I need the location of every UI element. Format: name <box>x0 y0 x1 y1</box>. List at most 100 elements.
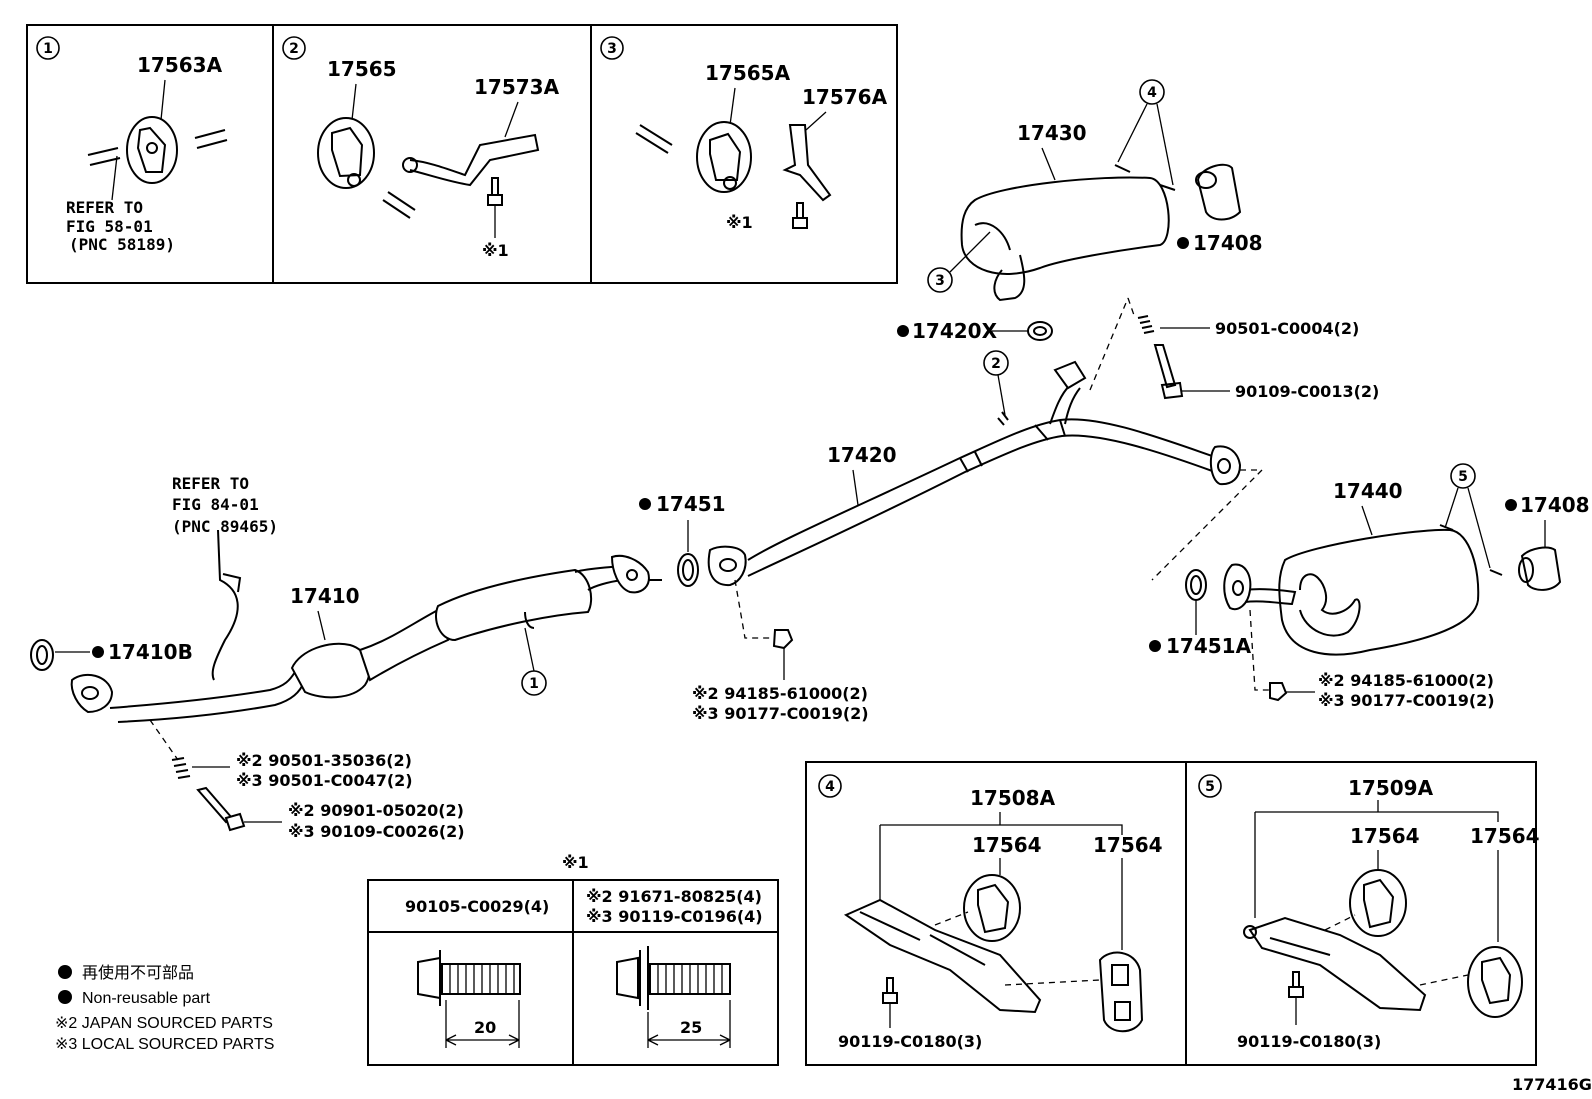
part-label-spring-jp: ※2 90501-35036(2) <box>236 751 412 770</box>
inset-1: 1 17563A REFER TO FIG 58-01 (PNC 58189) <box>26 24 274 284</box>
muffler-17430[interactable]: 17430 3 4 <box>927 79 1176 302</box>
part-label-17440: 17440 <box>1333 479 1403 503</box>
bolt-90109-C0013[interactable]: 90109-C0013(2) <box>1153 344 1379 401</box>
hanger-rubber-17564-5a[interactable] <box>1349 869 1407 937</box>
nut-94185-mid[interactable]: ※2 94185-61000(2) ※3 90177-C0019(2) <box>692 579 869 723</box>
gasket-17410B[interactable]: 17410B <box>30 639 193 671</box>
bracket-17573A[interactable] <box>402 101 540 187</box>
inset-3-number: 3 <box>607 41 617 57</box>
part-label-rear-nut-jp: ※2 94185-61000(2) <box>1318 671 1494 690</box>
inset-2-number: 2 <box>289 41 299 57</box>
gasket-17451A[interactable]: 17451A <box>1149 569 1252 658</box>
part-label-17451: 17451 <box>656 492 726 516</box>
nut-94185-rear[interactable]: ※2 94185-61000(2) ※3 90177-C0019(2) <box>1249 609 1495 710</box>
gasket-17451[interactable]: 17451 <box>639 492 726 587</box>
inset-1-number: 1 <box>43 41 53 57</box>
hanger-rubber-17565[interactable] <box>317 117 375 189</box>
bolt-90109-C0026[interactable]: ※2 90901-05020(2) ※3 90109-C0026(2) <box>196 786 465 841</box>
inset-5-number: 5 <box>1205 779 1215 795</box>
part-label-17565A[interactable]: 17565A <box>705 61 791 85</box>
flange-bolt-20-icon: 20 <box>417 950 521 1048</box>
part-label-spring-local: ※3 90501-C0047(2) <box>236 771 413 790</box>
part-label-17408-top: 17408 <box>1193 231 1263 255</box>
bolt-length-25: 25 <box>680 1018 702 1037</box>
part-label-mid-nut-jp: ※2 94185-61000(2) <box>692 684 868 703</box>
callout-2: 2 <box>991 356 1001 372</box>
part-label-90119-C0180-4[interactable]: 90119-C0180(3) <box>838 1032 982 1051</box>
refer-text-line1: REFER TO <box>66 198 143 217</box>
part-label-17564-4a[interactable]: 17564 <box>972 833 1042 857</box>
non-reusable-dot <box>1505 499 1517 511</box>
bolt-table-col2-part-local: ※3 90119-C0196(4) <box>586 907 763 926</box>
bracket-17576A[interactable] <box>782 111 832 202</box>
bracket-17509A[interactable] <box>1243 916 1427 1012</box>
muffler-17440[interactable]: 17440 5 <box>1223 463 1503 656</box>
part-label-17564-4b[interactable]: 17564 <box>1093 833 1163 857</box>
tail-pipe-17408-right[interactable]: 17408 <box>1505 493 1590 591</box>
bracket-17508A[interactable] <box>843 898 1042 1014</box>
hanger-rubber-17564-4a[interactable] <box>963 874 1021 942</box>
part-label-90119-C0180-5[interactable]: 90119-C0180(3) <box>1237 1032 1381 1051</box>
hanger-rubber-17563A[interactable] <box>126 116 178 184</box>
part-label-17410: 17410 <box>290 584 360 608</box>
part-label-17564-5b[interactable]: 17564 <box>1470 824 1540 848</box>
part-label-17420X: 17420X <box>912 319 998 343</box>
non-reusable-dot <box>897 325 909 337</box>
legend: 再使用不可部品 Non-reusable part ※2 JAPAN SOURC… <box>55 964 274 1053</box>
bolt-table: ※1 90105-C0029(4) ※2 91671-80825(4) ※3 9… <box>367 853 779 1066</box>
part-label-bolt-local: ※3 90109-C0026(2) <box>288 822 465 841</box>
front-pipe-17410[interactable]: 17410 1 <box>70 554 662 723</box>
bolt-table-title: ※1 <box>562 853 589 872</box>
part-label-17408-right: 17408 <box>1520 493 1590 517</box>
part-label-17563A[interactable]: 17563A <box>137 53 223 77</box>
tail-pipe-17408-top[interactable]: 17408 <box>1177 163 1263 255</box>
refer-text-line3: (PNC 58189) <box>69 235 175 254</box>
part-label-bolt-jp: ※2 90901-05020(2) <box>288 801 464 820</box>
oxygen-sensor[interactable]: REFER TO FIG 84-01 (PNC 89465) <box>172 474 278 681</box>
inset-2: 2 17565 17573A ※1 <box>272 24 592 284</box>
part-label-17451A: 17451A <box>1166 634 1252 658</box>
refer84-line3: (PNC 89465) <box>172 517 278 536</box>
hanger-rubber-17564-5b[interactable] <box>1467 946 1523 1018</box>
non-reusable-dot <box>1149 640 1161 652</box>
gasket-17420X[interactable]: 17420X <box>897 319 1053 343</box>
inset-5: 5 17509A 17564 17564 90119-C0180(3) <box>1185 761 1540 1066</box>
part-label-17430: 17430 <box>1017 121 1087 145</box>
non-reusable-dot <box>639 498 651 510</box>
non-reusable-dot <box>92 646 104 658</box>
inset-4-number: 4 <box>825 779 835 795</box>
part-label-17564-5a[interactable]: 17564 <box>1350 824 1420 848</box>
spring-90501-C0004[interactable]: 90501-C0004(2) <box>1137 315 1359 338</box>
bolt-icon <box>882 977 898 1004</box>
part-label-17420: 17420 <box>827 443 897 467</box>
callout-5: 5 <box>1458 469 1468 485</box>
spring-90501-35036[interactable]: ※2 90501-35036(2) ※3 90501-C0047(2) <box>171 751 413 790</box>
part-label-mid-nut-local: ※3 90177-C0019(2) <box>692 704 869 723</box>
refer84-line1: REFER TO <box>172 474 249 493</box>
center-pipe-17420[interactable]: 17420 2 <box>707 350 1242 587</box>
non-reusable-dot <box>1177 237 1189 249</box>
hanger-rubber-17564-4b[interactable] <box>1098 951 1144 1033</box>
bolt-mark-1: ※1 <box>482 241 509 260</box>
bolt-table-col2-part-jp: ※2 91671-80825(4) <box>586 887 762 906</box>
legend-nonreusable-en: Non-reusable part <box>82 990 211 1007</box>
part-label-17410B: 17410B <box>108 640 193 664</box>
bolt-mark-1b: ※1 <box>726 213 753 232</box>
part-label-90501-C0004: 90501-C0004(2) <box>1215 319 1359 338</box>
part-label-17573A[interactable]: 17573A <box>474 75 560 99</box>
part-label-17576A[interactable]: 17576A <box>802 85 888 109</box>
legend-japan-sourced: ※2 JAPAN SOURCED PARTS <box>55 1015 273 1032</box>
refer84-line2: FIG 84-01 <box>172 495 259 514</box>
bolt-icon <box>792 202 808 229</box>
legend-local-sourced: ※3 LOCAL SOURCED PARTS <box>55 1036 274 1053</box>
legend-dot <box>58 965 72 979</box>
inset-3: 3 17565A 17576A ※1 <box>590 24 898 284</box>
part-label-rear-nut-local: ※3 90177-C0019(2) <box>1318 691 1495 710</box>
hanger-rubber-17565A[interactable] <box>696 121 752 193</box>
part-label-90109-C0013: 90109-C0013(2) <box>1235 382 1379 401</box>
diagram-id: 177416G <box>1512 1075 1592 1094</box>
part-label-17508A[interactable]: 17508A <box>970 786 1056 810</box>
part-label-17509A[interactable]: 17509A <box>1348 776 1434 800</box>
part-label-17565[interactable]: 17565 <box>327 57 397 81</box>
